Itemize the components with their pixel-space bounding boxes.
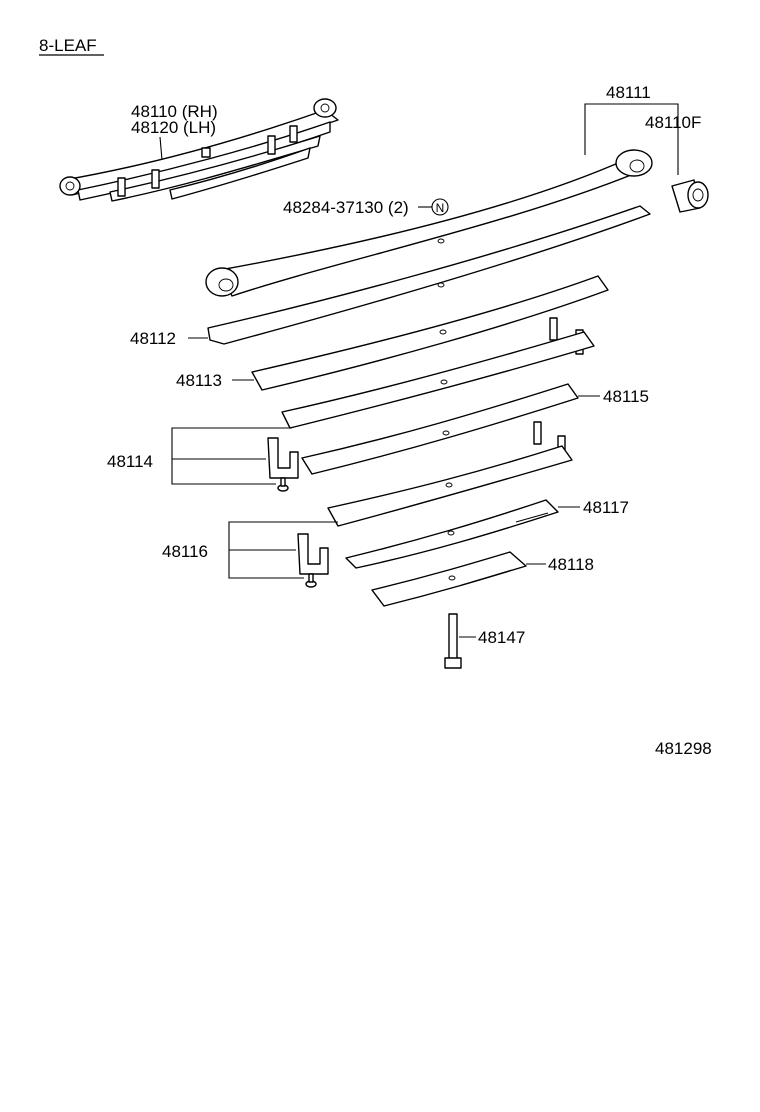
- leaf-no5-drawing: [301, 383, 579, 475]
- main-leaf-drawing: [205, 149, 653, 297]
- u-bolt-nut-number: 48284-37130 (2): [283, 198, 409, 217]
- leaf-no1-number: 48111: [606, 83, 651, 102]
- leaf-no3-drawing: [251, 275, 609, 391]
- assembly-leader-line: [159, 136, 163, 161]
- leaf-no3-number: 48113: [176, 371, 222, 390]
- diagram-code: 481298: [655, 739, 712, 758]
- n-symbol-circle: [431, 198, 449, 216]
- assembled-leaf-spring-drawing: [59, 98, 339, 202]
- leaf-no7-drawing: [345, 499, 559, 569]
- clip-no1-drawing: [267, 437, 299, 492]
- assembly-number-rh: 48110 (RH): [131, 102, 218, 121]
- bushing-drawing: [671, 179, 709, 213]
- leaf-no6-drawing: [327, 445, 573, 527]
- leaf-no7-number: 48117: [583, 498, 629, 517]
- leaf-no2-number: 48112: [130, 329, 176, 348]
- leaf-count-label: 8-LEAF: [39, 36, 97, 55]
- assembly-number-lh: 48120 (LH): [131, 118, 216, 137]
- center-bolt-drawing: [444, 613, 462, 669]
- center-bolt-number: 48147: [478, 628, 525, 647]
- clip-no1-number: 48114: [107, 452, 153, 471]
- leaf-no8-drawing: [371, 551, 527, 607]
- clip-no1-bracket-line: [171, 427, 292, 485]
- clip-no2-number: 48116: [162, 542, 208, 561]
- leaf-no1-leader-line: [584, 103, 679, 175]
- leaf-no4-number: 48115: [603, 387, 649, 406]
- leaf-no4-drawing: [281, 331, 595, 429]
- leaf-no8-number: 48118: [548, 555, 594, 574]
- n-symbol-letter: N: [436, 201, 445, 215]
- clip-no2-drawing: [297, 533, 329, 588]
- bushing-number: 48110F: [645, 113, 701, 132]
- leaf-no2-drawing: [207, 205, 651, 345]
